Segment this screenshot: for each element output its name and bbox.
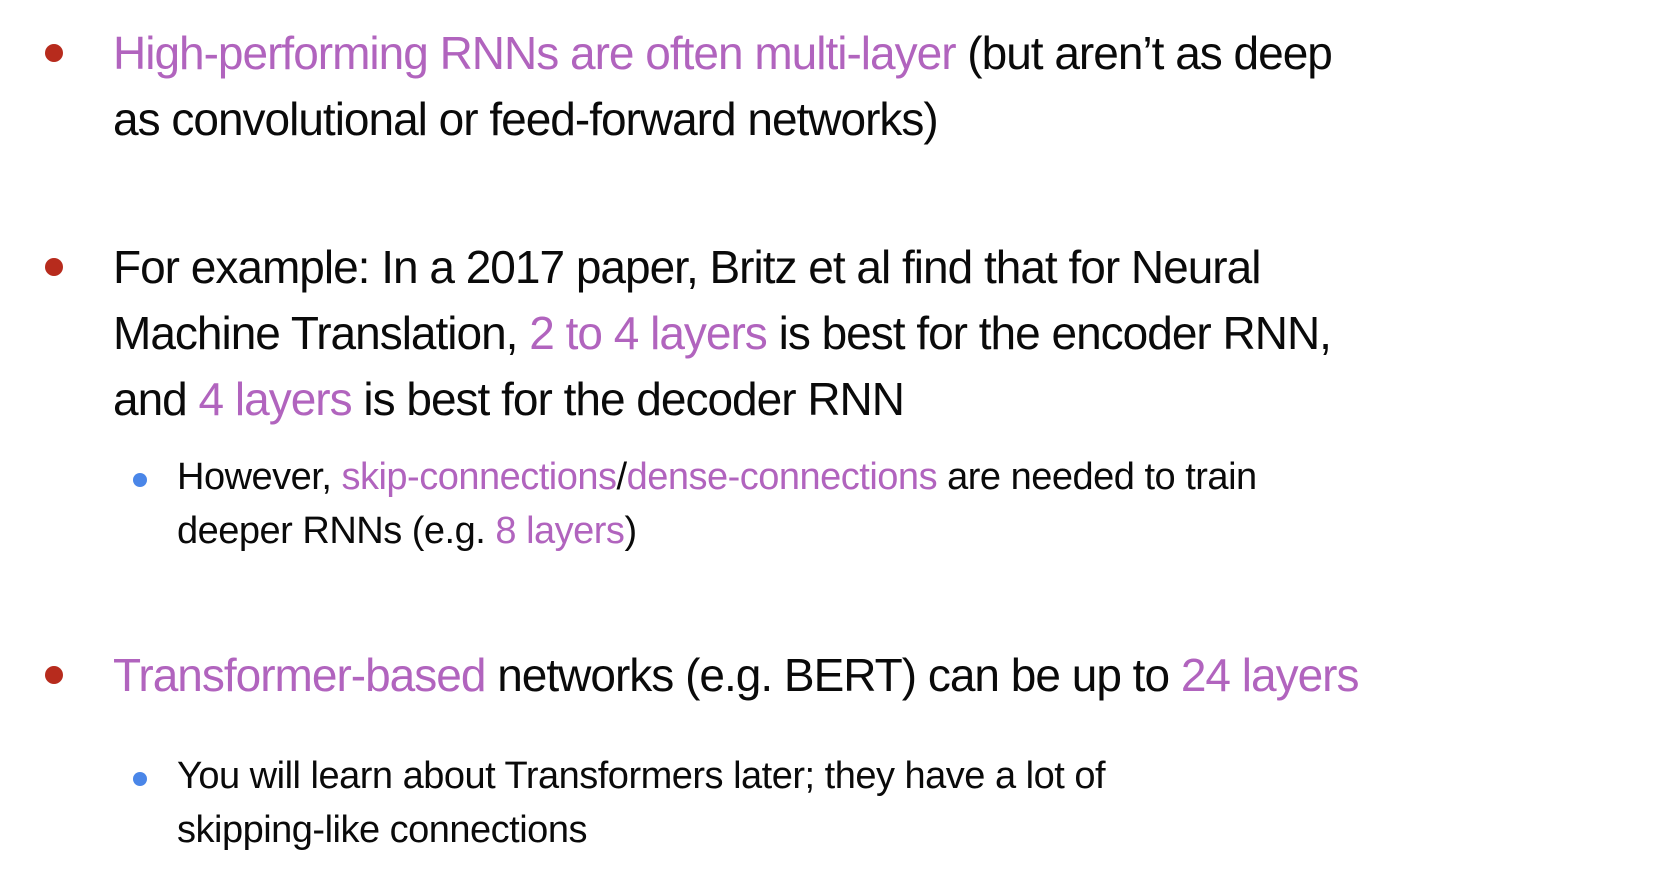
text-segment: networks (e.g. BERT) can be up to xyxy=(485,649,1181,701)
text-segment: / xyxy=(616,456,628,498)
text-segment: 8 layers xyxy=(495,510,625,552)
sub-bullet-marker-icon xyxy=(133,772,147,786)
bullet-text: Transformer-based networks (e.g. BERT) c… xyxy=(113,642,1360,708)
text-segment: is best for the decoder RNN xyxy=(351,373,905,425)
bullet-item: High-performing RNNs are often multi-lay… xyxy=(0,20,1656,152)
text-segment: You will learn about Transformers later;… xyxy=(177,755,1106,851)
text-segment: High-performing RNNs are often multi-lay… xyxy=(113,27,968,79)
sub-bullet-item: However, skip-connections/dense-connecti… xyxy=(0,450,1656,558)
bullet-item: Transformer-based networks (e.g. BERT) c… xyxy=(0,642,1656,708)
text-segment: 4 layers xyxy=(198,373,353,425)
text-segment: dense-connections xyxy=(626,456,938,498)
text-segment: is best for the encoder RNN,and xyxy=(113,307,1332,425)
text-segment: 2 to 4 layers xyxy=(529,307,768,359)
bullet-text: For example: In a 2017 paper, Britz et a… xyxy=(113,234,1332,432)
text-segment: However, xyxy=(177,456,342,498)
bullet-marker-icon xyxy=(45,258,63,276)
bullet-list: High-performing RNNs are often multi-lay… xyxy=(0,20,1656,857)
bullet-text: However, skip-connections/dense-connecti… xyxy=(177,450,1257,558)
bullet-text: You will learn about Transformers later;… xyxy=(177,749,1106,857)
bullet-marker-icon xyxy=(45,666,63,684)
sub-bullet-item: You will learn about Transformers later;… xyxy=(0,749,1656,857)
text-segment: Transformer-based xyxy=(113,649,486,701)
text-segment: 24 layers xyxy=(1180,649,1360,701)
text-segment: For example: In a 2017 paper, Britz et a… xyxy=(113,241,1261,359)
bullet-marker-icon xyxy=(45,44,63,62)
sub-bullet-marker-icon xyxy=(133,473,147,487)
text-segment: skip-connections xyxy=(341,456,617,498)
bullet-text: High-performing RNNs are often multi-lay… xyxy=(113,20,1333,152)
text-segment: ) xyxy=(624,510,637,552)
bullet-item: For example: In a 2017 paper, Britz et a… xyxy=(0,234,1656,432)
